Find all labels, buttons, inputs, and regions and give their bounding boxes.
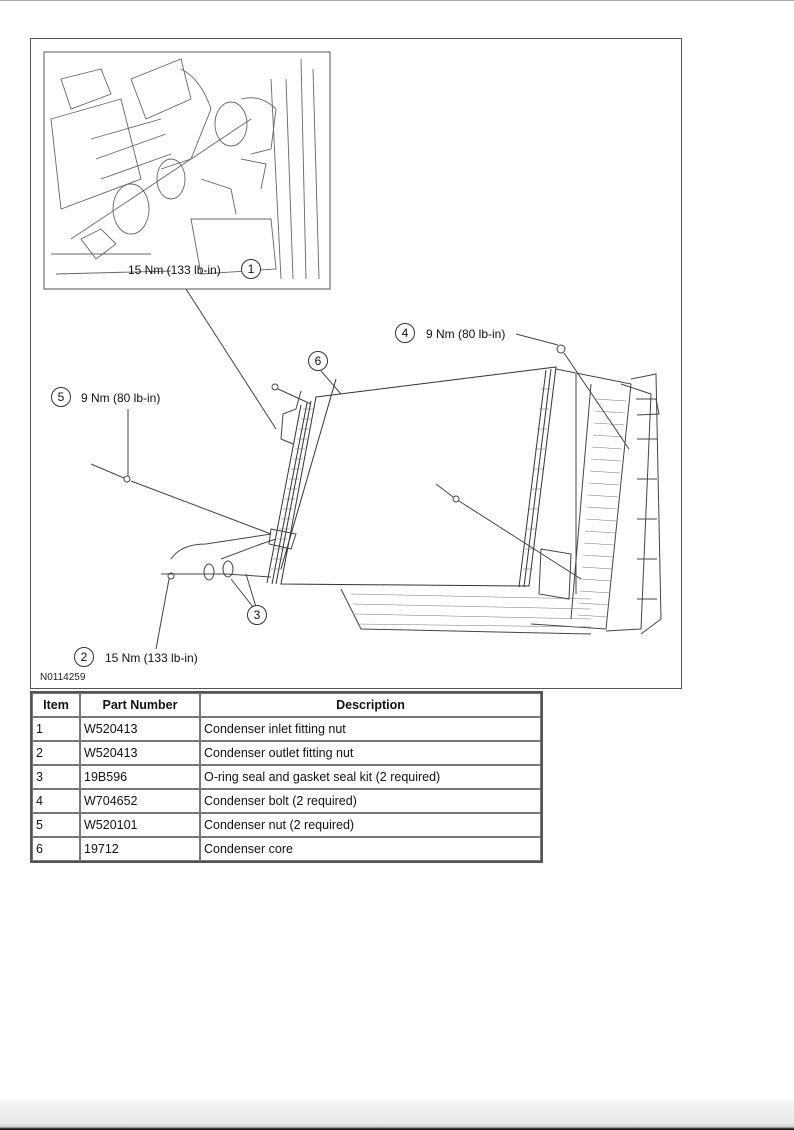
- cell-part-number: W520413: [80, 717, 200, 741]
- torque-label-4: 9 Nm (80 lb-in): [426, 327, 506, 341]
- table-row: 3 19B596 O-ring seal and gasket seal kit…: [32, 765, 541, 789]
- torque-label-5: 9 Nm (80 lb-in): [81, 391, 161, 405]
- header-part-number: Part Number: [80, 693, 200, 717]
- cell-item: 2: [32, 741, 80, 765]
- table-row: 6 19712 Condenser core: [32, 837, 541, 861]
- callout-5: 5: [51, 387, 71, 407]
- cell-description: Condenser bolt (2 required): [200, 789, 541, 813]
- callout-6: 6: [308, 351, 328, 371]
- table-row: 1 W520413 Condenser inlet fitting nut: [32, 717, 541, 741]
- table-row: 5 W520101 Condenser nut (2 required): [32, 813, 541, 837]
- table-row: 4 W704652 Condenser bolt (2 required): [32, 789, 541, 813]
- bottom-bar: [0, 1100, 794, 1130]
- cell-item: 3: [32, 765, 80, 789]
- cell-part-number: 19712: [80, 837, 200, 861]
- callout-1: 1: [241, 259, 261, 279]
- cell-description: Condenser outlet fitting nut: [200, 741, 541, 765]
- cell-part-number: W704652: [80, 789, 200, 813]
- cell-description: O-ring seal and gasket seal kit (2 requi…: [200, 765, 541, 789]
- top-rule: [0, 0, 794, 1]
- table-header-row: Item Part Number Description: [32, 693, 541, 717]
- cell-part-number: W520413: [80, 741, 200, 765]
- header-description: Description: [200, 693, 541, 717]
- callout-4: 4: [395, 323, 415, 343]
- cell-part-number: 19B596: [80, 765, 200, 789]
- cell-item: 1: [32, 717, 80, 741]
- cell-part-number: W520101: [80, 813, 200, 837]
- parts-table: Item Part Number Description 1 W520413 C…: [30, 691, 543, 863]
- cell-item: 4: [32, 789, 80, 813]
- cell-description: Condenser inlet fitting nut: [200, 717, 541, 741]
- table-row: 2 W520413 Condenser outlet fitting nut: [32, 741, 541, 765]
- cell-item: 5: [32, 813, 80, 837]
- condenser-line-drawing: [43, 51, 662, 650]
- torque-label-1: 15 Nm (133 lb-in): [128, 263, 221, 277]
- exploded-view-figure: 15 Nm (133 lb-in) 1 4 9 Nm (80 lb-in) 6 …: [30, 38, 682, 689]
- cell-item: 6: [32, 837, 80, 861]
- cell-description: Condenser nut (2 required): [200, 813, 541, 837]
- torque-label-2: 15 Nm (133 lb-in): [105, 651, 198, 665]
- header-item: Item: [32, 693, 80, 717]
- cell-description: Condenser core: [200, 837, 541, 861]
- callout-2: 2: [74, 647, 94, 667]
- figure-id: N0114259: [40, 672, 86, 683]
- callout-3: 3: [247, 605, 267, 625]
